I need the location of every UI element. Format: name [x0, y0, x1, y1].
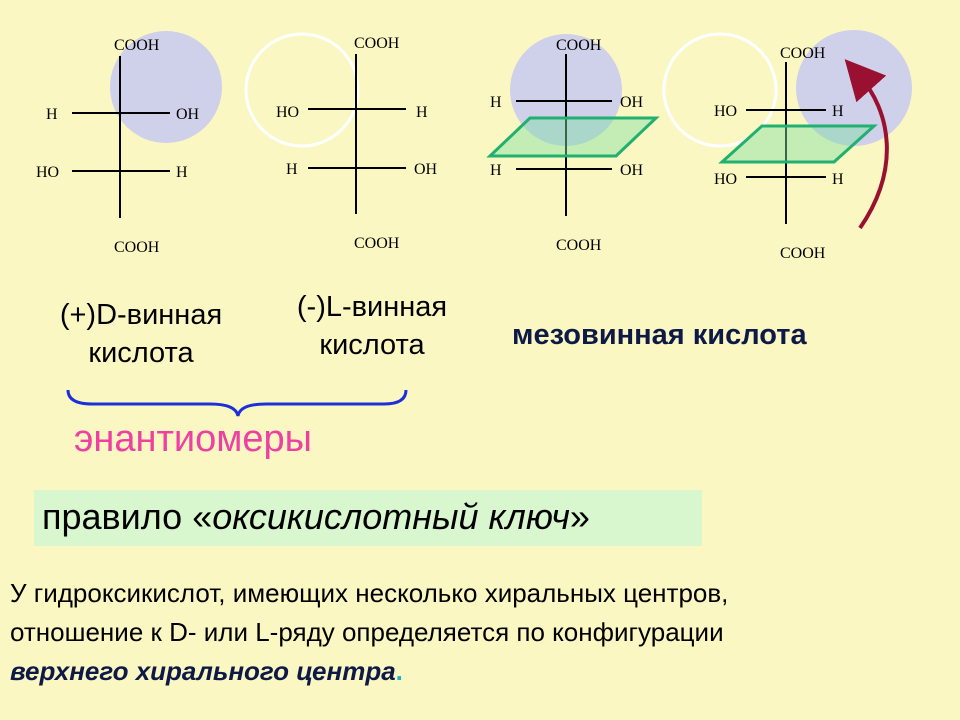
bottom-group: COOH — [354, 235, 400, 252]
label-d-line2: кислота — [88, 337, 194, 369]
rule-suffix: » — [569, 496, 590, 537]
row2-right: OH — [620, 162, 644, 179]
top-group: COOH — [556, 37, 602, 54]
rule-prefix: правило « — [42, 496, 213, 537]
row2-left: HO — [714, 171, 737, 188]
highlight-circle-filled — [110, 31, 222, 143]
formula-meso-1: COOH H OH H OH COOH — [486, 34, 660, 254]
row2-right: H — [176, 164, 188, 181]
highlight-circle-outline — [244, 32, 360, 148]
row1-left: H — [490, 94, 502, 111]
symmetry-plane — [486, 116, 660, 158]
description: У гидроксикислот, имеющих несколько хира… — [10, 574, 950, 691]
formula-d-tartaric: COOH H OH HO H COOH — [36, 31, 222, 256]
description-emphasis: верхнего хирального центра — [10, 656, 396, 686]
formula-meso-2: COOH HO H HO H COOH — [662, 30, 912, 262]
top-group: COOH — [114, 37, 160, 54]
row2-left: H — [490, 162, 502, 179]
rule-box: правило «оксикислотный ключ» — [34, 490, 702, 546]
description-line1: У гидроксикислот, имеющих несколько хира… — [10, 578, 729, 608]
description-line3: верхнего хирального центра. — [10, 652, 950, 691]
label-l-line1: (-)L-винная — [296, 291, 448, 323]
row1-right: OH — [620, 94, 644, 111]
row1-left: H — [46, 106, 58, 123]
bottom-group: COOH — [780, 245, 826, 262]
row1-left: HO — [276, 104, 299, 121]
row1-right: H — [416, 104, 428, 121]
symmetry-plane — [718, 124, 878, 164]
row2-right: OH — [414, 161, 438, 178]
label-l-line2: кислота — [319, 329, 425, 361]
row2-left: HO — [36, 164, 59, 181]
fischer-projections: COOH H OH HO H COOH COOH HO H H OH COOH — [36, 30, 912, 262]
label-l-tartaric: (-)L-винная кислота — [262, 288, 482, 364]
formula-l-tartaric: COOH HO H H OH COOH — [244, 32, 438, 252]
description-period: . — [395, 656, 403, 686]
row2-right: H — [832, 171, 844, 188]
top-group: COOH — [780, 45, 826, 62]
label-d-line1: (+)D-винная — [59, 299, 223, 331]
top-group: COOH — [354, 35, 400, 52]
rule-text: правило «оксикислотный ключ» — [42, 496, 590, 538]
bottom-group: COOH — [556, 237, 602, 254]
label-meso-tartaric: мезовинная кислота — [512, 319, 807, 351]
description-line2: отношение к D- или L-ряду определяется п… — [10, 617, 724, 647]
row2-left: H — [286, 161, 298, 178]
highlight-circle-outline — [662, 32, 778, 148]
bottom-group: COOH — [114, 239, 160, 256]
rotation-arrow — [844, 59, 889, 230]
rule-name: оксикислотный ключ — [212, 496, 570, 537]
row1-right: OH — [176, 106, 200, 123]
row1-right: H — [832, 103, 844, 120]
enantiomers-label: энантиомеры — [74, 418, 312, 460]
label-d-tartaric: (+)D-винная кислота — [26, 296, 256, 372]
row1-left: HO — [714, 103, 737, 120]
